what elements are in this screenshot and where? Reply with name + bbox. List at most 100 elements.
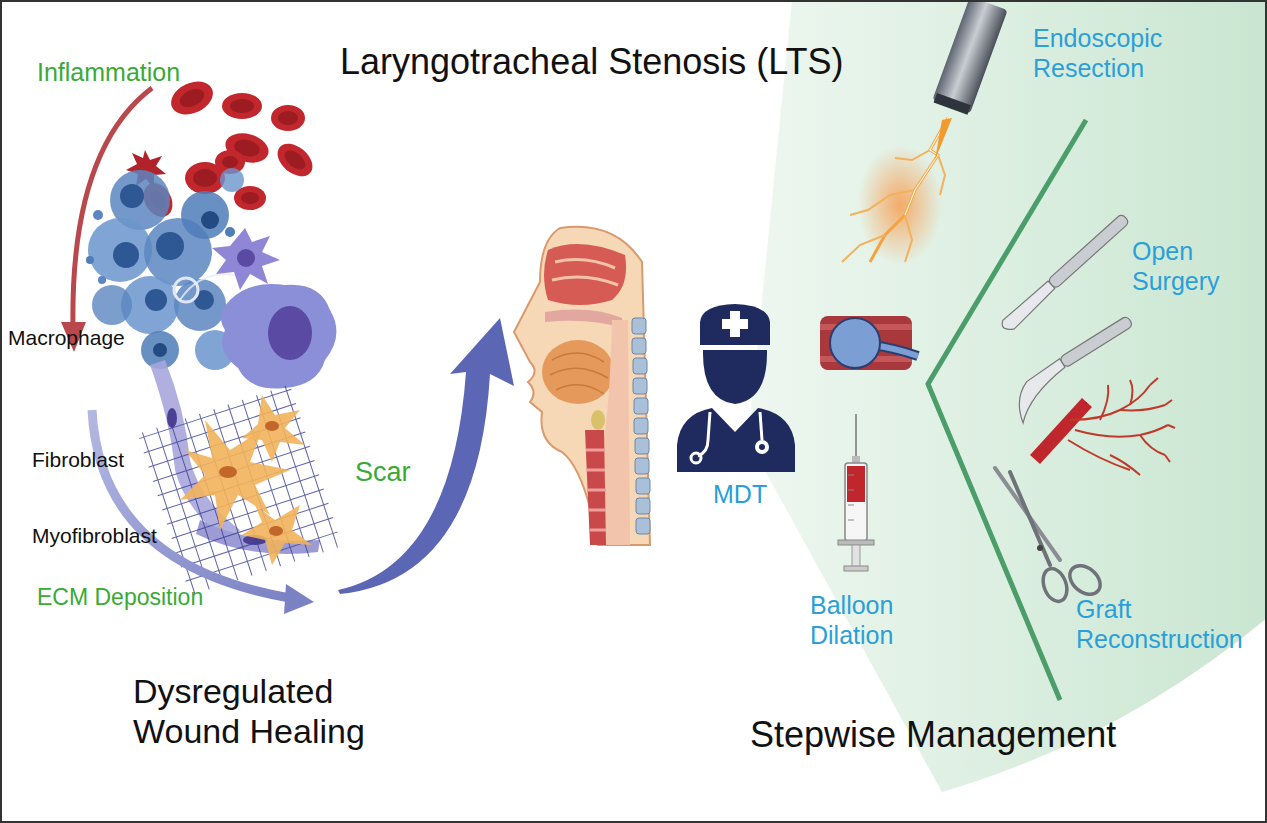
fibroblast-cells [242, 395, 305, 462]
scissors-tool [1064, 560, 1105, 600]
process-label: ECM Deposition [37, 583, 203, 611]
graft-tool [1030, 398, 1092, 464]
management-fan [928, 120, 1086, 700]
macrophage-cell [221, 284, 336, 389]
fibroblast-cells [265, 421, 279, 431]
endoscope-tool [932, 0, 1008, 115]
blood-cells [271, 137, 318, 183]
immune-cells [153, 343, 167, 357]
scar-arrow [338, 318, 514, 594]
ecm-mesh [176, 503, 328, 552]
scissors-tool [1010, 472, 1050, 565]
airway-anatomy [555, 260, 615, 268]
doctor-icon [700, 304, 770, 345]
section-heading: Stepwise Management [750, 713, 1116, 756]
dendritic-cell [212, 228, 280, 290]
doctor-icon [677, 304, 795, 472]
fibroblast-cells [219, 466, 237, 478]
fibroblast-cells [242, 505, 312, 565]
blood-cells [177, 85, 207, 110]
airway-anatomy [544, 244, 626, 305]
immune-cells [86, 256, 94, 264]
immune-cells [225, 227, 235, 237]
scalpel-tool [1047, 213, 1129, 289]
scalpel-tool [1000, 213, 1132, 333]
management-fan [748, 0, 1267, 792]
airway-anatomy [542, 340, 614, 404]
ecm-arrow [92, 410, 314, 614]
immune-cells [145, 289, 167, 311]
immune-cells [120, 184, 144, 208]
syringe-tool [852, 545, 860, 567]
endoscope-tool [935, 118, 952, 160]
airway-anatomy [633, 358, 647, 374]
airway-anatomy [634, 398, 648, 414]
section-heading: Dysregulated Wound Healing [133, 671, 408, 751]
syringe-tool [855, 414, 857, 462]
syringe-tool [838, 540, 874, 545]
immune-cells [174, 279, 226, 331]
graft-tool [1110, 455, 1140, 475]
scissors-tool [1037, 545, 1043, 551]
endoscope-tool [870, 118, 948, 262]
graft-tool [1070, 385, 1150, 420]
airway-anatomy [632, 318, 650, 534]
airway-anatomy [552, 277, 618, 285]
treatment-label: Endoscopic Resection [1033, 23, 1173, 83]
ecm-mesh [138, 384, 343, 595]
blood-cells [222, 129, 272, 167]
immune-cells [220, 168, 244, 192]
cell-label: Macrophage [8, 325, 125, 350]
graft-tool [1068, 440, 1130, 470]
treatment-label: Balloon Dilation [810, 590, 910, 650]
syringe-tool [848, 520, 854, 521]
graft-tool [1130, 380, 1133, 405]
ecm-mesh [138, 384, 343, 595]
airway-anatomy [636, 518, 650, 534]
syringe-tool [848, 505, 854, 506]
airway-anatomy [585, 430, 606, 545]
balloon-tool [830, 318, 880, 368]
immune-cells [93, 210, 103, 220]
blood-cells [271, 105, 305, 131]
immune-cells [180, 274, 235, 300]
doctor-icon [722, 319, 748, 329]
airway-anatomy [632, 338, 646, 354]
immune-cells [156, 232, 184, 260]
syringe-tool [848, 490, 854, 491]
treatment-label: Graft Reconstruction [1076, 594, 1256, 654]
graft-tool [1100, 385, 1108, 420]
airway-anatomy [550, 353, 608, 394]
doctor-icon [691, 453, 701, 463]
syringe-tool [847, 466, 865, 502]
syringe-tool [845, 463, 867, 541]
balloon-tool [820, 316, 918, 370]
graft-tool [1120, 405, 1165, 410]
treatment-label: Open Surgery [1132, 236, 1232, 296]
graft-tool [1140, 435, 1165, 455]
myofibroblast-stream [150, 360, 320, 554]
scissors-tool [995, 468, 1106, 605]
ecm-arrow [284, 584, 314, 614]
scissors-tool [1039, 565, 1071, 604]
diagram-title: Laryngotracheal Stenosis (LTS) [340, 40, 844, 83]
airway-anatomy [586, 450, 606, 530]
doctor-icon [759, 444, 765, 450]
airway-anatomy [632, 318, 646, 334]
endoscope-tool [842, 0, 1008, 265]
airway-anatomy [514, 227, 650, 545]
airway-anatomy [635, 438, 649, 454]
process-label: Scar [355, 456, 411, 488]
doctor-icon [698, 412, 710, 456]
blood-cells [241, 192, 259, 204]
process-label: Inflammation [37, 57, 180, 87]
endoscope-tool [858, 145, 942, 265]
immune-cells [92, 285, 132, 325]
cell-label: Fibroblast [32, 447, 124, 472]
immune-cells [98, 276, 106, 284]
graft-tool [1086, 402, 1087, 404]
blood-cells [222, 156, 238, 168]
immune-cells [174, 278, 198, 302]
